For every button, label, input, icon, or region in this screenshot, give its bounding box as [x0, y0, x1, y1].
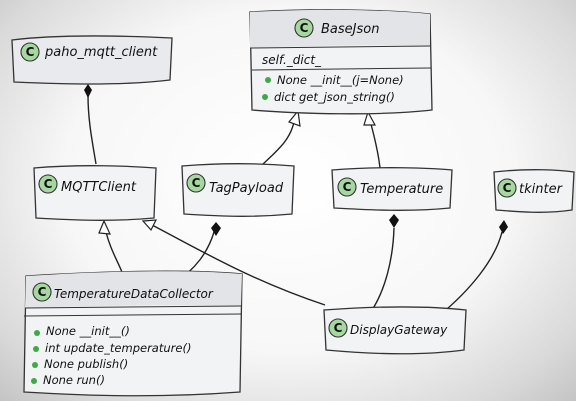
inheritance-arrow-temperature	[363, 110, 377, 126]
class-displaygateway[interactable]: C DisplayGateway	[323, 306, 467, 355]
inheritance-gateway-mqttclient	[151, 224, 326, 306]
class-temperaturedatacollector[interactable]: C TemperatureDataCollector None __init__…	[23, 270, 243, 397]
method-dot-icon	[33, 346, 39, 352]
class-basejson[interactable]: C BaseJson self._dict_ None __init__(j=N…	[249, 9, 433, 115]
class-badge-letter: C	[503, 181, 512, 195]
class-badge-icon	[32, 282, 52, 302]
composition-diamond-tkinter	[499, 220, 508, 234]
class-divider	[23, 313, 242, 317]
class-box	[493, 169, 575, 213]
class-header	[250, 9, 430, 48]
class-divider	[249, 45, 431, 49]
inheritance-arrow-gateway	[141, 219, 158, 232]
inheritance-arrow-tdc	[98, 219, 111, 235]
class-box	[11, 35, 173, 85]
class-badge-icon	[186, 173, 206, 193]
class-paho-mqtt-client[interactable]: C paho_mqtt_client	[11, 35, 173, 85]
class-method: None __init__(j=None)	[277, 73, 404, 87]
class-name: tkinter	[519, 182, 564, 197]
class-badge-letter: C	[192, 176, 201, 190]
class-name: MQTTClient	[61, 180, 137, 195]
class-badge-icon	[328, 318, 348, 338]
class-attribute: self._dict_	[262, 53, 322, 67]
composition-diamond-tagpayload	[211, 222, 221, 236]
class-badge-letter: C	[300, 21, 309, 35]
composition-mqttclient-paho	[87, 94, 97, 165]
composition-gateway-tkinter	[439, 231, 503, 316]
method-dot-icon	[34, 330, 40, 336]
class-box	[181, 163, 295, 217]
inheritance-arrow-tagpayload	[287, 109, 301, 127]
class-name: paho_mqtt_client	[44, 45, 158, 60]
class-badge-icon	[497, 178, 517, 198]
class-mqttclient[interactable]: C MQTTClient	[33, 165, 157, 221]
class-badge-icon	[337, 177, 357, 197]
class-badge-letter: C	[343, 180, 352, 194]
method-dot-icon	[265, 77, 271, 83]
class-name: BaseJson	[321, 22, 379, 37]
class-tagpayload[interactable]: C TagPayload	[181, 163, 295, 217]
class-divider	[24, 305, 242, 309]
class-badge-icon	[20, 42, 40, 62]
class-badge-icon	[38, 174, 58, 194]
class-divider	[251, 67, 432, 71]
class-badge-letter: C	[334, 321, 343, 335]
class-badge-letter: C	[44, 177, 53, 191]
class-box	[331, 167, 453, 211]
inheritance-temperature-basejson	[370, 123, 381, 169]
method-dot-icon	[31, 378, 37, 384]
class-method: None __init__()	[46, 324, 130, 338]
class-name: Temperature	[360, 182, 443, 197]
composition-gateway-temperature	[371, 227, 395, 311]
method-dot-icon	[32, 362, 38, 368]
class-name: TemperatureDataCollector	[54, 287, 214, 301]
class-method: None publish()	[44, 357, 128, 371]
class-method: int update_temperature()	[45, 341, 191, 355]
class-badge-letter: C	[38, 285, 47, 299]
composition-diamond-paho	[84, 84, 92, 98]
inheritance-tagpayload-basejson	[261, 121, 295, 166]
class-header	[25, 271, 242, 308]
class-method: None run()	[43, 373, 105, 387]
method-dot-icon	[262, 94, 268, 100]
class-box	[323, 306, 467, 355]
class-box	[33, 165, 157, 221]
class-temperature[interactable]: C Temperature	[331, 167, 453, 211]
class-tkinter[interactable]: C tkinter	[493, 169, 575, 213]
class-badge-letter: C	[26, 45, 35, 59]
class-badge-icon	[294, 18, 314, 38]
inheritance-tdc-mqttclient	[105, 231, 123, 273]
class-name: TagPayload	[209, 181, 284, 196]
composition-diamond-temperature	[389, 214, 399, 228]
class-method: dict get_json_string()	[274, 90, 395, 104]
class-name: DisplayGateway	[350, 323, 448, 337]
relation-lines	[84, 84, 508, 316]
